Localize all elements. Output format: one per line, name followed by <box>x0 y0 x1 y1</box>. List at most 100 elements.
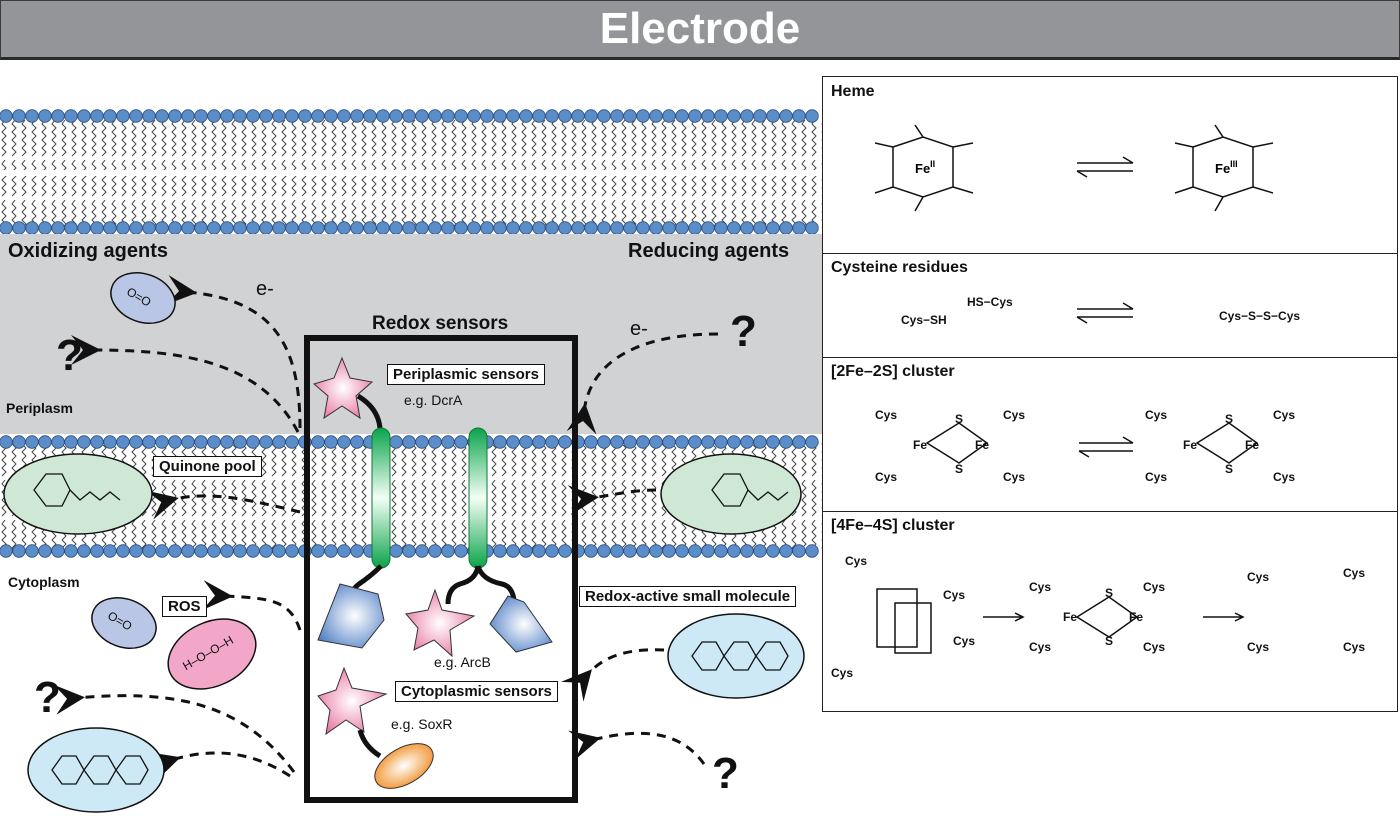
lipid-head <box>389 435 403 449</box>
lipid-head <box>64 544 78 558</box>
lipid-head <box>0 435 13 449</box>
lipid-head <box>155 109 169 123</box>
lipid-head <box>116 221 130 235</box>
heme-section: Heme FeII FeIII <box>823 77 1397 254</box>
lipid-head <box>64 435 78 449</box>
lipid-head <box>194 435 208 449</box>
lipid-head <box>454 544 468 558</box>
lipid-head <box>337 435 351 449</box>
cysteine-section: Cysteine residues HS−Cys Cys−SH Cys−S−S−… <box>823 253 1397 358</box>
lipid-head <box>584 221 598 235</box>
lipid-head <box>12 221 26 235</box>
lipid-head <box>766 435 780 449</box>
lipid-head <box>740 109 754 123</box>
electrode-banner: Electrode <box>0 0 1400 60</box>
lipid-head <box>285 109 299 123</box>
svg-text:Cys: Cys <box>1145 408 1167 422</box>
kinase-domain-1 <box>317 583 385 649</box>
lipid-head <box>129 544 143 558</box>
lipid-head <box>467 109 481 123</box>
quinone-pool-label: Quinone pool <box>153 456 262 477</box>
svg-text:Cys: Cys <box>831 666 853 680</box>
lipid-head <box>701 109 715 123</box>
h2o2-ellipse <box>167 618 257 690</box>
electron-label-reducing: e- <box>630 318 648 340</box>
lipid-head <box>116 544 130 558</box>
lipid-head <box>415 221 429 235</box>
lipid-head <box>636 435 650 449</box>
lipid-head <box>168 221 182 235</box>
lipid-head <box>207 544 221 558</box>
lipid-head <box>558 109 572 123</box>
lipid-head <box>766 109 780 123</box>
lipid-head <box>597 221 611 235</box>
lipid-head <box>129 109 143 123</box>
lipid-head <box>610 435 624 449</box>
lipid-head <box>311 109 325 123</box>
lipid-head <box>441 435 455 449</box>
lipid-head <box>610 221 624 235</box>
lipid-head <box>337 544 351 558</box>
lipid-head <box>623 544 637 558</box>
lipid-head <box>805 435 819 449</box>
svg-text:Cys: Cys <box>1273 470 1295 484</box>
thiol-b: Cys−SH <box>901 313 947 327</box>
lipid-head <box>493 109 507 123</box>
lipid-head <box>272 435 286 449</box>
lipid-head <box>714 221 728 235</box>
lipid-head <box>103 221 117 235</box>
lipid-head <box>610 544 624 558</box>
lipid-head <box>597 109 611 123</box>
lipid-head <box>662 109 676 123</box>
lipid-head <box>220 109 234 123</box>
lipid-head <box>753 435 767 449</box>
lipid-head <box>12 109 26 123</box>
lipid-head <box>51 109 65 123</box>
lipid-head <box>324 109 338 123</box>
tm-helix-2 <box>468 427 488 569</box>
lipid-head <box>623 435 637 449</box>
lipid-head <box>753 544 767 558</box>
lipid-head <box>272 544 286 558</box>
svg-text:Fe: Fe <box>975 438 989 452</box>
lipid-head <box>805 109 819 123</box>
lipid-head <box>246 109 260 123</box>
lipid-head <box>220 544 234 558</box>
lipid-head <box>714 109 728 123</box>
svg-text:Fe: Fe <box>913 438 927 452</box>
lipid-head <box>168 109 182 123</box>
lipid-head <box>12 544 26 558</box>
lipid-head <box>337 221 351 235</box>
ros-label: ROS <box>162 596 207 617</box>
lipid-head <box>675 109 689 123</box>
unknown-reductant-periplasm: ? <box>730 307 757 356</box>
lipid-head <box>402 435 416 449</box>
lipid-head <box>324 435 338 449</box>
lipid-head <box>688 221 702 235</box>
lipid-head <box>727 435 741 449</box>
lipid-head <box>90 544 104 558</box>
cytoplasm-label: Cytoplasm <box>8 574 80 590</box>
lipid-head <box>584 435 598 449</box>
lipid-head <box>77 435 91 449</box>
lipid-head <box>779 109 793 123</box>
pyocyanin-ellipse <box>27 727 165 813</box>
lipid-head <box>155 544 169 558</box>
lipid-head <box>753 109 767 123</box>
lipid-head <box>220 221 234 235</box>
lipid-head <box>77 109 91 123</box>
lipid-head <box>701 435 715 449</box>
lipid-head <box>532 435 546 449</box>
lipid-head <box>493 544 507 558</box>
cysteine-title: Cysteine residues <box>831 259 968 276</box>
lipid-head <box>129 221 143 235</box>
lipid-head <box>38 221 52 235</box>
lipid-head <box>649 435 663 449</box>
lipid-head <box>272 221 286 235</box>
heme-fe-ii: FeII <box>915 159 935 176</box>
svg-text:Fe: Fe <box>1245 438 1259 452</box>
lipid-head <box>246 221 260 235</box>
lipid-head <box>558 544 572 558</box>
lipid-head <box>480 221 494 235</box>
